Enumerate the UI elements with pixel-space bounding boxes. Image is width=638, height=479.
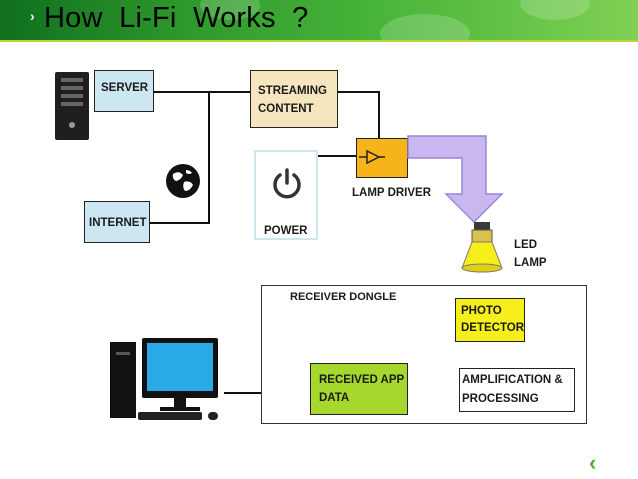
line-streaming-to-driver-h	[337, 91, 379, 93]
internet-box: INTERNET	[84, 201, 150, 243]
photo-detector-label-2: DETECTOR	[461, 322, 525, 334]
led-label-1: LED	[514, 239, 537, 251]
amplifier-icon	[359, 149, 385, 165]
server-label: SERVER	[101, 82, 149, 94]
led-label-2: LAMP	[514, 257, 547, 269]
amplification-label-1: AMPLIFICATION &	[462, 374, 563, 386]
line-internet-horizontal	[150, 222, 210, 224]
receiver-dongle-label: RECEIVER DONGLE	[290, 291, 397, 303]
power-icon	[273, 168, 301, 199]
lamp-driver-label: LAMP DRIVER	[352, 187, 432, 199]
title-bullet-icon: ›	[30, 8, 35, 24]
received-app-data-box: RECEIVED APP DATA	[310, 363, 408, 415]
internet-label: INTERNET	[89, 217, 147, 229]
streaming-label-1: STREAMING	[258, 85, 327, 97]
led-lamp-icon	[461, 222, 503, 273]
photo-detector-box: PHOTO DETECTOR	[455, 298, 525, 342]
slide-title: How Li-Fi Works ?	[44, 2, 309, 34]
previous-slide-icon[interactable]: ‹	[589, 450, 597, 475]
power-box[interactable]: POWER	[254, 150, 318, 240]
line-internet-vertical	[208, 92, 210, 223]
power-label: POWER	[264, 225, 308, 237]
line-server-streaming	[154, 91, 251, 93]
globe-icon	[166, 164, 200, 198]
photo-detector-label-1: PHOTO	[461, 305, 502, 317]
amplification-box: AMPLIFICATION & PROCESSING	[459, 368, 575, 412]
line-power-to-driver	[318, 155, 356, 157]
streaming-label-2: CONTENT	[258, 103, 314, 115]
lamp-driver-box	[356, 138, 408, 178]
streaming-content-box: STREAMING CONTENT	[250, 70, 338, 128]
received-app-label-2: DATA	[319, 392, 350, 404]
signal-arrow	[407, 135, 504, 224]
server-box: SERVER	[94, 70, 154, 112]
received-app-label-1: RECEIVED APP	[319, 374, 405, 386]
title-underline	[0, 40, 638, 42]
line-streaming-to-driver-v	[378, 91, 380, 139]
title-bar	[0, 0, 638, 40]
server-tower-icon	[55, 72, 89, 140]
desktop-computer-icon	[104, 334, 230, 424]
amplification-label-2: PROCESSING	[462, 393, 539, 405]
